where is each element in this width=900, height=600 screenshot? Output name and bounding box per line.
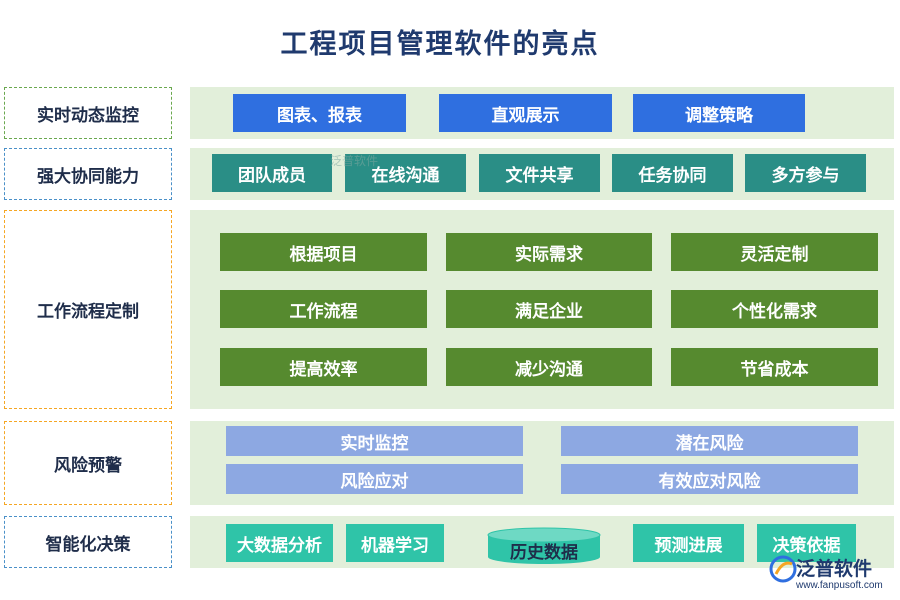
box-adjust-strategy: 调整策略 xyxy=(633,94,805,132)
row-label-collaboration: 强大协同能力 xyxy=(4,148,172,200)
box-reduce-communication: 减少沟通 xyxy=(446,348,652,386)
box-multi-party: 多方参与 xyxy=(745,154,866,192)
row-panel-monitoring: 图表、报表 直观展示 调整策略 xyxy=(190,87,894,139)
row-label-smart-decision: 智能化决策 xyxy=(4,516,172,568)
cylinder-label: 历史数据 xyxy=(510,542,578,562)
box-actual-needs: 实际需求 xyxy=(446,233,652,271)
row-panel-workflow: 根据项目 实际需求 灵活定制 工作流程 满足企业 个性化需求 提高效率 减少沟通… xyxy=(190,210,894,409)
box-potential-risk: 潜在风险 xyxy=(561,426,858,456)
box-effective-risk-response: 有效应对风险 xyxy=(561,464,858,494)
box-forecast-progress: 预测进展 xyxy=(633,524,744,562)
logo-url: www.fanpusoft.com xyxy=(796,580,883,591)
box-work-process: 工作流程 xyxy=(220,290,427,328)
row-label-monitoring: 实时动态监控 xyxy=(4,87,172,139)
box-risk-response: 风险应对 xyxy=(226,464,523,494)
logo-name: 泛普软件 xyxy=(796,559,873,580)
box-online-communication: 在线沟通 xyxy=(345,154,466,192)
box-based-on-project: 根据项目 xyxy=(220,233,427,271)
row-label-workflow: 工作流程定制 xyxy=(4,210,172,409)
logo-icon xyxy=(769,555,797,583)
box-save-cost: 节省成本 xyxy=(671,348,878,386)
brand-logo: 泛普软件 www.fanpusoft.com xyxy=(766,552,898,598)
box-machine-learning: 机器学习 xyxy=(346,524,444,562)
box-charts-reports: 图表、报表 xyxy=(233,94,406,132)
box-team-members: 团队成员 xyxy=(212,154,332,192)
row-label-risk-warning: 风险预警 xyxy=(4,421,172,505)
row-panel-risk-warning: 实时监控 潜在风险 风险应对 有效应对风险 xyxy=(190,421,894,505)
box-decision-basis: 决策依据 xyxy=(757,524,856,562)
box-meet-enterprise: 满足企业 xyxy=(446,290,652,328)
historical-data-cylinder: 历史数据 xyxy=(487,527,601,565)
box-flexible-customization: 灵活定制 xyxy=(671,233,878,271)
box-personalized-needs: 个性化需求 xyxy=(671,290,878,328)
box-big-data-analysis: 大数据分析 xyxy=(226,524,333,562)
watermark: 泛普软件 xyxy=(330,154,379,168)
box-improve-efficiency: 提高效率 xyxy=(220,348,427,386)
row-panel-collaboration: 团队成员 在线沟通 文件共享 任务协同 多方参与 xyxy=(190,148,894,200)
page-title: 工程项目管理软件的亮点 xyxy=(280,29,600,59)
box-file-sharing: 文件共享 xyxy=(479,154,600,192)
box-task-collaboration: 任务协同 xyxy=(612,154,733,192)
box-visual-display: 直观展示 xyxy=(439,94,612,132)
box-realtime-monitoring: 实时监控 xyxy=(226,426,523,456)
